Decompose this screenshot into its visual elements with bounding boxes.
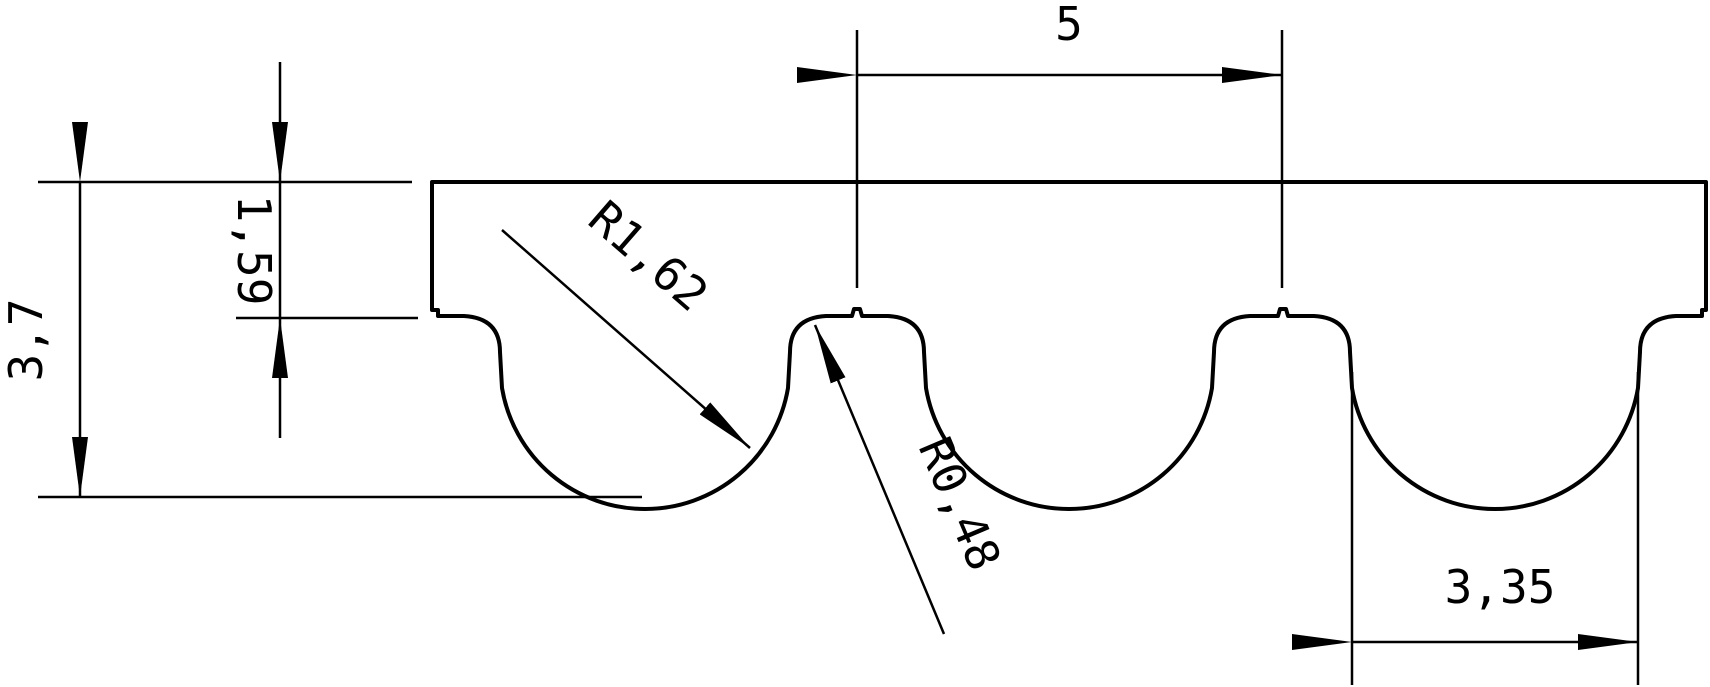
tooth-radius-leader (501, 229, 751, 449)
tooth-height-label: 1,59 (227, 195, 281, 306)
belt-outline (430, 180, 1708, 511)
root-radius-label: R0,48 (908, 429, 1012, 578)
tooth-width-label: 3,35 (1445, 560, 1556, 614)
tooth-radius-label: R1,62 (579, 190, 719, 322)
pitch-label: 5 (1055, 0, 1083, 51)
total-height-label: 3,7 (0, 298, 53, 381)
root-radius-leader (813, 324, 946, 635)
